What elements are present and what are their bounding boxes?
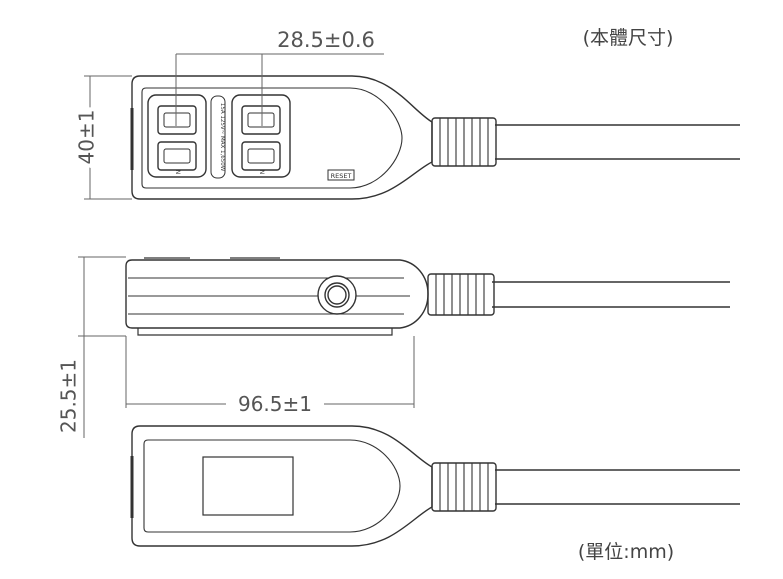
height-dim-text: 40±1	[75, 110, 99, 165]
strain-relief-ribs	[439, 118, 489, 166]
housing-outline	[131, 75, 433, 200]
height-dimension	[84, 75, 132, 200]
side-view	[125, 257, 730, 336]
rating-strip	[210, 95, 226, 179]
unit-label: (單位:mm)	[578, 541, 674, 563]
bottom-view	[130, 425, 740, 547]
outlet-2-mark: N	[258, 170, 265, 175]
width-dimension	[175, 53, 384, 126]
top-view	[130, 75, 740, 200]
outlet-1-socket-b	[157, 141, 197, 171]
outlet-1-mark: N	[174, 170, 181, 175]
side-housing	[125, 259, 429, 329]
outlet-1-socket-a	[157, 105, 197, 135]
length-dim-text: 96.5±1	[238, 392, 312, 416]
side-base	[137, 328, 393, 336]
depth-dim-text: 25.5±1	[57, 359, 81, 433]
body-size-label: (本體尺寸)	[583, 27, 674, 49]
length-dimension	[125, 336, 415, 408]
reset-button	[327, 169, 355, 181]
bottom-label-area	[202, 456, 294, 516]
width-dim-text: 28.5±0.6	[277, 28, 375, 52]
rating-text: 15A 125V~ MAX 1,650W	[219, 103, 225, 172]
reset-label: RESET	[331, 172, 352, 180]
bottom-housing	[131, 425, 433, 547]
outlet-2	[231, 94, 291, 178]
outlet-2-socket-b	[241, 141, 281, 171]
depth-dimension	[78, 256, 126, 438]
housing-face	[141, 87, 403, 189]
side-reset-knob	[317, 275, 357, 315]
outlet-2-socket-a	[241, 105, 281, 135]
outlet-1	[147, 94, 207, 178]
